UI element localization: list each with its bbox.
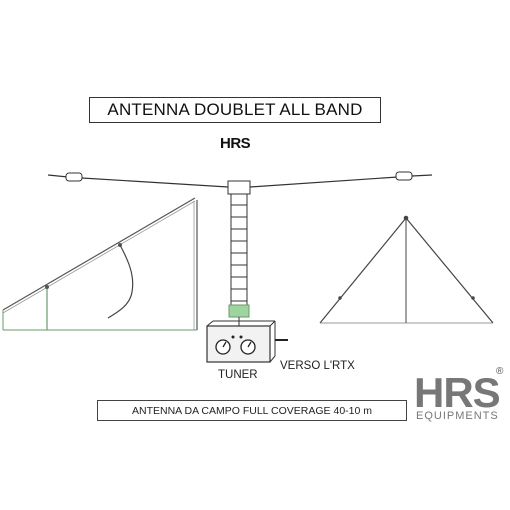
balun (228, 304, 250, 318)
center-connector (227, 180, 251, 195)
side-view-left (2, 197, 198, 331)
coverage-caption: ANTENNA DA CAMPO FULL COVERAGE 40-10 m (97, 400, 407, 421)
brand-sub: EQUIPMENTS (416, 410, 499, 422)
brand-name: HRS (414, 369, 501, 416)
registered-mark: ® (496, 366, 504, 377)
diagram-title: ANTENNA DOUBLET ALL BAND (89, 97, 381, 123)
ladder-line (230, 194, 248, 305)
insulators (65, 171, 413, 182)
side-view-right (319, 215, 494, 324)
dipole-wires (47, 174, 433, 188)
tuner-box (206, 320, 288, 363)
brand-logo: HRS EQUIPMENTS (414, 369, 510, 423)
verso-rtx-label: VERSO L'RTX (280, 360, 355, 372)
tuner-label: TUNER (218, 369, 258, 381)
hrs-small-logo: HRS (220, 135, 251, 152)
